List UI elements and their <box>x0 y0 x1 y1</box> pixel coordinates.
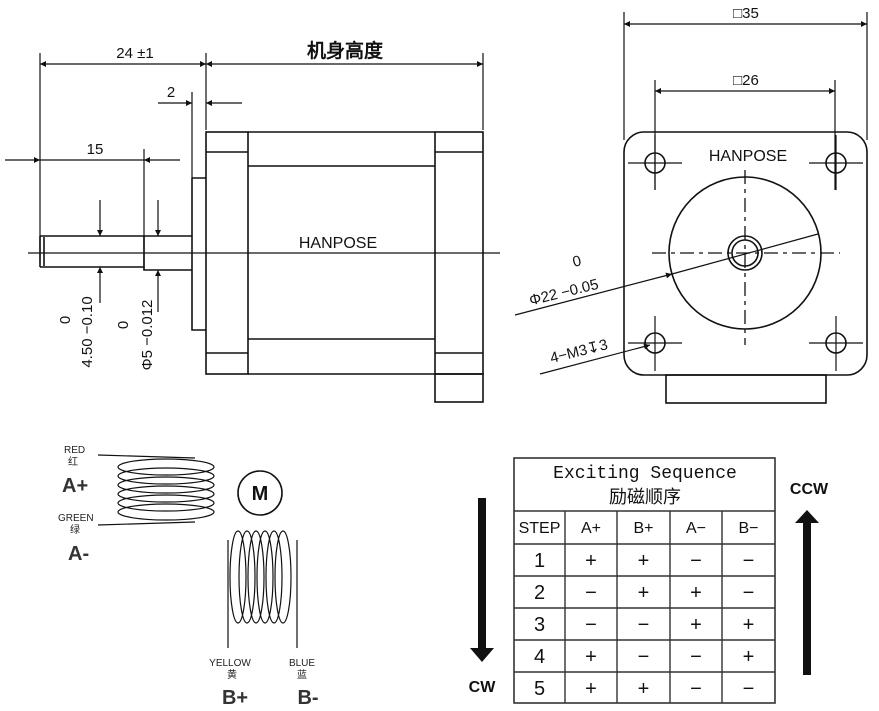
coil-b <box>227 530 298 648</box>
dim-flat-tol: 0 <box>57 316 74 324</box>
mounting-hole <box>809 316 863 371</box>
polarity-cell: − <box>690 678 702 700</box>
coil-a <box>97 454 215 526</box>
table-row: 5 + + − − <box>534 678 754 700</box>
mounting-hole <box>628 135 682 190</box>
polarity-cell: + <box>585 550 597 572</box>
motor-symbol <box>237 470 283 516</box>
polarity-cell: + <box>638 582 650 604</box>
polarity-cell: + <box>743 646 755 668</box>
dim-shaft-value: Φ5 −0.012 <box>139 300 156 371</box>
step-number-cell: 3 <box>534 614 545 636</box>
step-number-cell: 2 <box>534 582 545 604</box>
table-header-cell: B+ <box>633 520 653 537</box>
terminal-label: A- <box>68 543 89 565</box>
cw-label: CW <box>469 679 497 696</box>
wire-color-cn: 绿 <box>70 523 80 536</box>
step-number-cell: 1 <box>534 550 545 572</box>
cw-arrow-shaft <box>478 498 486 648</box>
terminal-label: B- <box>297 687 318 709</box>
connector-housing <box>434 373 484 403</box>
table-title-en: Exciting Sequence <box>553 464 737 484</box>
ccw-label: CCW <box>790 481 829 498</box>
brand-label: HANPOSE <box>299 235 377 252</box>
dim-body-height: 机身高度 <box>307 39 384 62</box>
dim-flange: 2 <box>167 84 175 101</box>
polarity-cell: + <box>743 614 755 636</box>
polarity-cell: − <box>690 550 702 572</box>
step-number-cell: 5 <box>534 678 545 700</box>
motor-shaft <box>39 235 192 271</box>
ccw-arrow-icon <box>795 510 819 523</box>
dim-screw: 4−M3↧3 <box>548 336 609 367</box>
dim-leader-screw <box>539 343 651 375</box>
wire-color-cn: 黄 <box>227 668 237 681</box>
exciting-sequence-table: Exciting Sequence 励磁顺序 STEP A+ B+ A− B− 1 + + − −… <box>469 457 829 704</box>
step-number-cell: 4 <box>534 646 545 668</box>
table-row: 2 − + + − <box>534 582 754 604</box>
table-header-cell: A− <box>686 520 706 537</box>
dim-shaft-flat: 15 <box>87 141 104 158</box>
dim-shaft-tol: 0 <box>115 321 132 329</box>
table-row: 3 − − + + <box>534 614 754 636</box>
polarity-cell: − <box>743 550 755 572</box>
table-header-cell: STEP <box>519 520 561 537</box>
ccw-arrow-shaft <box>803 523 811 675</box>
dim-leader-pilot-through <box>671 233 819 275</box>
brand-label: HANPOSE <box>709 148 787 165</box>
dim-leader-pilot <box>514 272 673 316</box>
polarity-cell: + <box>690 614 702 636</box>
wire-color-en: RED <box>64 445 85 456</box>
flange-boss <box>191 177 206 331</box>
wiring-diagram: RED 红 A+ GREEN 绿 A- M YELLOW 黄 B+ BLUE 蓝… <box>58 445 319 709</box>
polarity-cell: + <box>585 678 597 700</box>
polarity-cell: − <box>690 646 702 668</box>
polarity-cell: − <box>585 614 597 636</box>
mounting-hole <box>809 135 863 190</box>
polarity-cell: − <box>638 614 650 636</box>
terminal-label: A+ <box>62 475 88 497</box>
side-view: 24 ±1 机身高度 2 15 0 4.50 −0.10 0 Φ5 −0.012 <box>5 39 500 403</box>
polarity-cell: + <box>638 678 650 700</box>
polarity-cell: − <box>585 582 597 604</box>
polarity-cell: + <box>638 550 650 572</box>
dim-outer: □35 <box>733 5 759 22</box>
wire-color-en: YELLOW <box>209 658 251 669</box>
mounting-hole <box>628 316 682 371</box>
wire-color-en: GREEN <box>58 513 94 524</box>
motor-symbol-label: M <box>252 483 269 505</box>
table-header-cell: A+ <box>581 520 601 537</box>
polarity-cell: − <box>743 678 755 700</box>
table-header-cell: B− <box>738 520 758 537</box>
terminal-label: B+ <box>222 687 248 709</box>
wire-color-cn: 红 <box>68 455 78 468</box>
dim-flat-value: 4.50 −0.10 <box>79 296 96 367</box>
table-row: 1 + + − − <box>534 550 754 572</box>
dim-pilot-value: Φ22 −0.05 <box>528 276 601 310</box>
connector-housing <box>665 374 827 404</box>
front-view: □35 □26 HANPOSE <box>514 5 868 404</box>
polarity-cell: − <box>743 582 755 604</box>
dim-shaft-total: 24 ±1 <box>116 45 153 62</box>
table-border <box>513 457 776 704</box>
polarity-cell: + <box>585 646 597 668</box>
dim-holes: □26 <box>733 72 759 89</box>
polarity-cell: − <box>638 646 650 668</box>
table-row: 4 + − − + <box>534 646 754 668</box>
wire-color-cn: 蓝 <box>297 669 307 681</box>
wire-color-en: BLUE <box>289 658 315 669</box>
dim-pilot-tol: 0 <box>571 252 583 271</box>
polarity-cell: + <box>690 582 702 604</box>
table-title-cn: 励磁顺序 <box>609 487 681 508</box>
cw-arrow-icon <box>470 648 494 662</box>
